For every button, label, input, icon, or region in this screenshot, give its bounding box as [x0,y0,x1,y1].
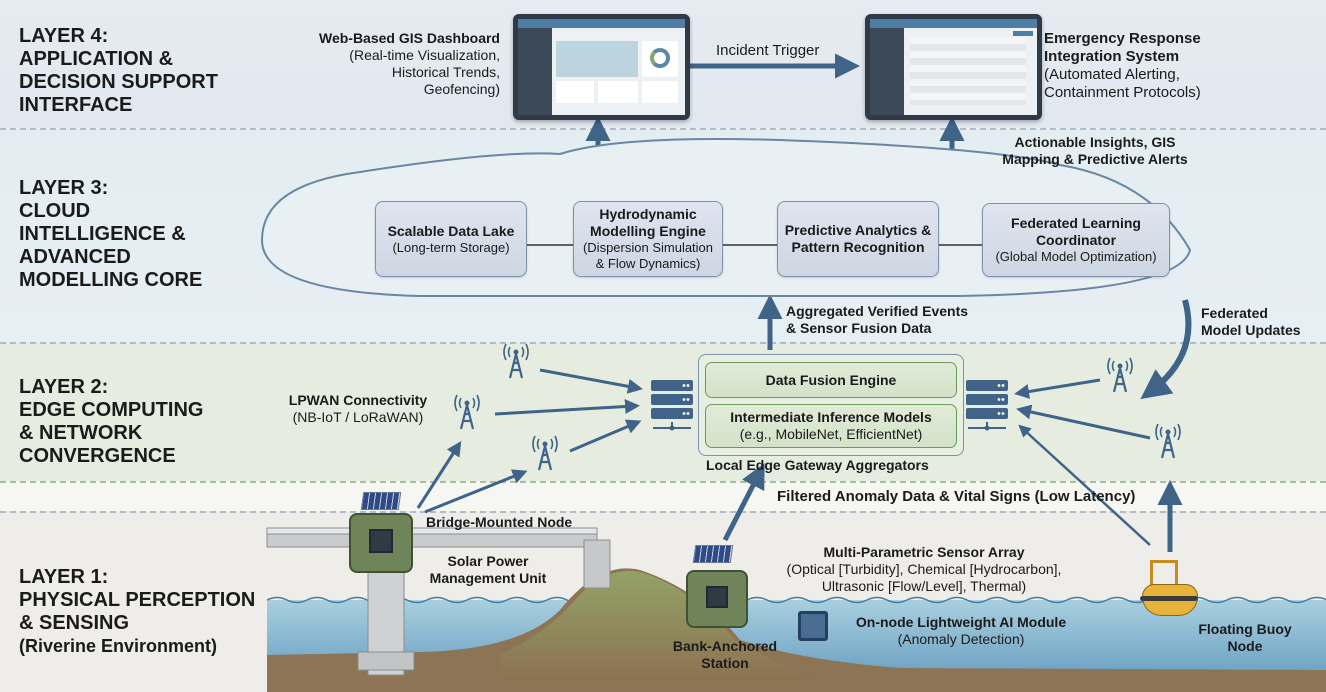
network-arrow [1016,404,1151,440]
hill [500,570,820,680]
bar-widget [642,81,678,103]
solar-unit-label: Solar Power Management Unit [429,553,547,586]
layer-divider [0,128,1326,130]
gis-dashboard-screen [513,14,690,120]
bridge-rail [266,527,598,535]
layer-2-title: LAYER 2: EDGE COMPUTING & NETWORK CONVER… [19,376,204,467]
layer-divider [0,342,1326,344]
module-predictive-analytics: Predictive Analytics & Pattern Recogniti… [777,201,939,277]
buoy-mast [1150,560,1178,589]
radio-tower-icon [1155,423,1181,459]
chip-icon [706,586,728,608]
filtered-anomaly-label: Filtered Anomaly Data & Vital Signs (Low… [777,488,1136,505]
layer-1-title: LAYER 1: PHYSICAL PERCEPTION & SENSING (… [19,566,256,656]
layer-gap-band [0,481,1326,511]
sensor-array-label: Multi-Parametric Sensor Array (Optical [… [786,544,1062,594]
gateway-label: Local Edge Gateway Aggregators [706,457,929,473]
filtered-data-arrow [722,463,765,542]
alert-table [910,37,1026,105]
gis-dashboard-label: Web-Based GIS Dashboard (Real-time Visua… [318,30,500,97]
radio-tower-icon [532,435,558,471]
radio-tower-icon [503,343,529,379]
layer-3-title: LAYER 3: CLOUD INTELLIGENCE & ADVANCED M… [19,177,203,291]
buoy-band [1140,596,1198,601]
server-stack-icon [651,380,693,431]
radio-tower-icon [454,394,480,430]
network-arrow [1018,424,1151,546]
layer-divider [0,511,1326,513]
actionable-insights-label: Actionable Insights, GIS Mapping & Predi… [1002,134,1188,167]
data-fusion-engine: Data Fusion Engine [705,362,957,398]
incident-trigger-label: Incident Trigger [716,42,820,59]
donut-widget [642,41,678,77]
radio-tower-icon [1107,357,1133,393]
network-arrow [539,368,643,394]
chip-icon [369,529,393,553]
federated-update-arrow [1140,299,1192,400]
buoy-label: Floating Buoy Node [1198,621,1292,654]
water-surface [266,596,1326,604]
bridge-node-enclosure [349,513,413,573]
network-arrow [494,399,640,416]
network-arrow [1014,378,1101,399]
bridge-deck [266,532,598,548]
module-federated-coordinator: Federated Learning Coordinator (Global M… [982,203,1170,277]
layer-4-title: LAYER 4: APPLICATION & DECISION SUPPORT … [19,25,218,116]
ai-chip-icon [798,611,828,641]
bridge-support [583,539,611,589]
lpwan-label: LPWAN Connectivity (NB-IoT / LoRaWAN) [288,392,428,425]
solar-panel-icon [692,545,734,563]
bank-station-enclosure [686,570,748,628]
network-arrow [416,440,462,509]
server-stack-icon [966,380,1008,431]
ai-module-label: On-node Lightweight AI Module (Anomaly D… [855,614,1067,647]
pillar-base [357,651,415,671]
action-button [1013,31,1033,36]
module-data-lake: Scalable Data Lake (Long-term Storage) [375,201,527,277]
solar-panel-icon [360,492,402,510]
module-hydrodynamic: Hydrodynamic Modelling Engine (Dispersio… [573,201,723,277]
federated-updates-label: Federated Model Updates [1201,305,1301,338]
progress-widget [598,81,638,103]
layer-divider [0,481,1326,483]
intermediate-inference-models: Intermediate Inference Models (e.g., Mob… [705,404,957,448]
map-widget [556,41,638,77]
emergency-response-screen [865,14,1042,120]
network-arrow [569,419,642,453]
aggregated-events-label: Aggregated Verified Events & Sensor Fusi… [786,303,969,336]
bank-station-label: Bank-Anchored Station [672,638,778,671]
line-widget [556,81,594,103]
emergency-response-label: Emergency Response Integration System (A… [1044,30,1201,101]
network-arrow [424,469,528,514]
bridge-node-label: Bridge-Mounted Node [426,514,573,530]
